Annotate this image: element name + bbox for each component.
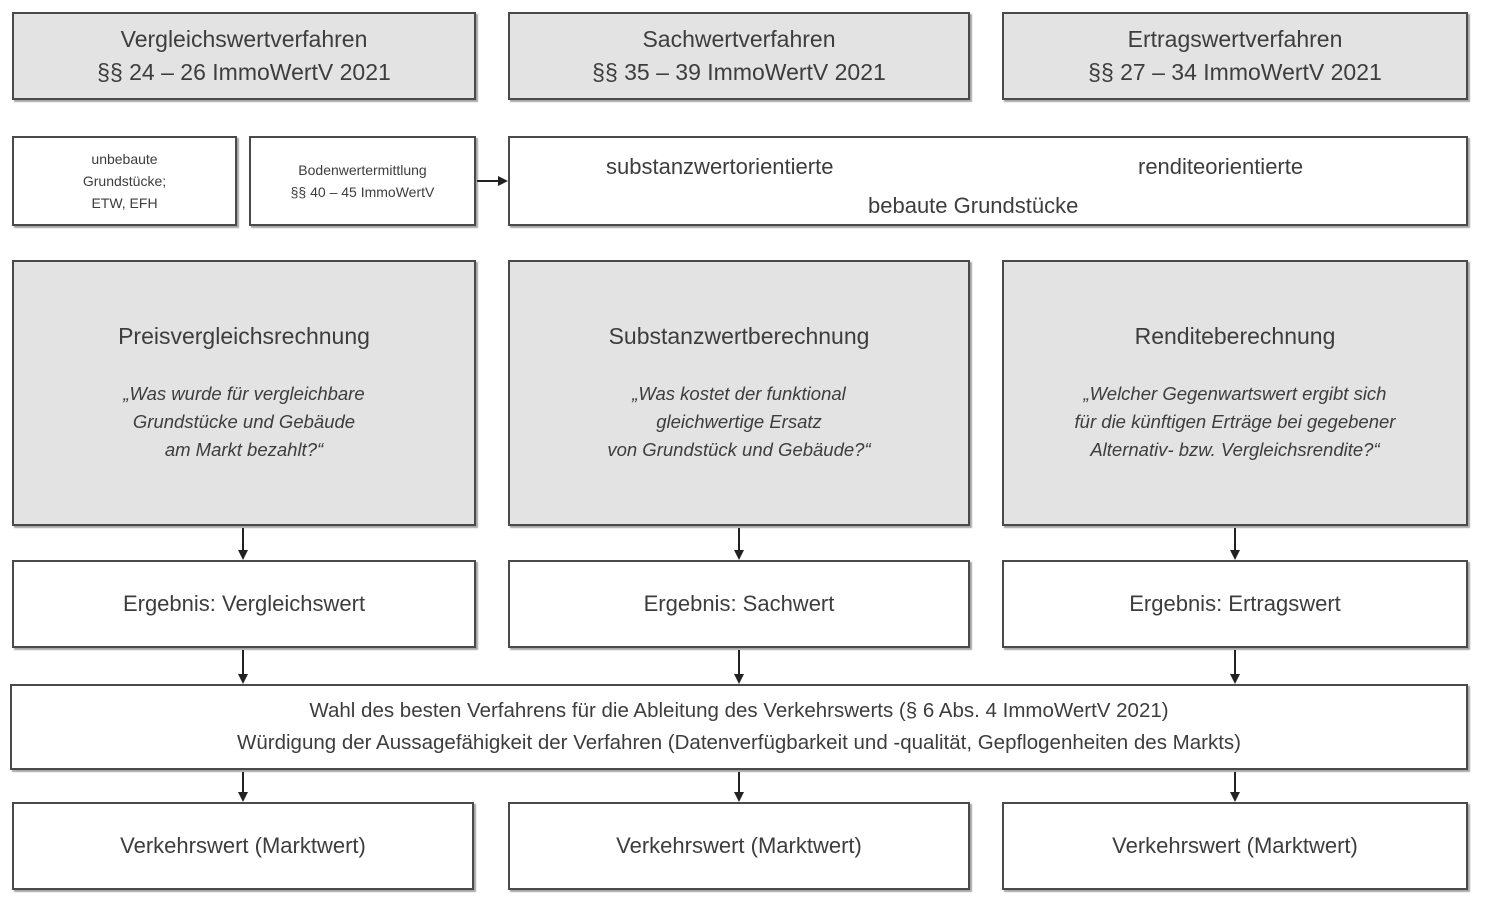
calc-yield: Renditeberechnung „Welcher Gegenwartswer… [1002, 260, 1468, 526]
market-value-label: Verkehrswert (Marktwert) [120, 833, 366, 858]
result-label: Ergebnis: Sachwert [643, 591, 835, 616]
result-income-value: Ergebnis: Ertragswert [1002, 560, 1468, 648]
method-header-income: Ertragswertverfahren §§ 27 – 34 ImmoWert… [1002, 12, 1468, 100]
method-header-comparison: Vergleichswertverfahren §§ 24 – 26 ImmoW… [12, 12, 476, 100]
calc-question: „Welcher Gegenwartswert ergibt sich für … [1074, 382, 1396, 460]
land-valuation-law: §§ 40 – 45 ImmoWertV [290, 184, 435, 200]
market-value-box-2: Verkehrswert (Marktwert) [508, 802, 970, 890]
calc-title: Preisvergleichsrechnung [118, 322, 370, 349]
unbuilt-line: ETW, EFH [91, 195, 158, 211]
result-label: Ergebnis: Ertragswert [1129, 591, 1341, 616]
calc-title: Substanzwertberechnung [608, 322, 870, 349]
land-valuation-box: Bodenwertermittlung §§ 40 – 45 ImmoWertV [249, 136, 476, 226]
calc-price-comparison: Preisvergleichsrechnung „Was wurde für v… [12, 260, 476, 526]
method-name: Sachwertverfahren [642, 26, 836, 52]
market-value-box-3: Verkehrswert (Marktwert) [1002, 802, 1468, 890]
method-name: Vergleichswertverfahren [120, 26, 368, 52]
built-land-box: substanzwertorientierte renditeorientier… [508, 136, 1468, 226]
method-law: §§ 24 – 26 ImmoWertV 2021 [97, 59, 391, 85]
method-name: Ertragswertverfahren [1127, 26, 1343, 52]
method-selection-box: Wahl des besten Verfahrens für die Ablei… [10, 684, 1468, 770]
substance-oriented-label: substanzwertorientierte [606, 154, 834, 179]
method-header-cost: Sachwertverfahren §§ 35 – 39 ImmoWertV 2… [508, 12, 970, 100]
unbuilt-line: unbebaute [91, 151, 158, 167]
calc-substance-value: Substanzwertberechnung „Was kostet der f… [508, 260, 970, 526]
calc-question: „Was wurde für vergleichbare Grundstücke… [123, 382, 365, 460]
result-comparison-value: Ergebnis: Vergleichswert [12, 560, 476, 648]
built-properties-label: bebaute Grundstücke [868, 193, 1079, 218]
method-law: §§ 27 – 34 ImmoWertV 2021 [1088, 59, 1382, 85]
result-label: Ergebnis: Vergleichswert [122, 591, 366, 616]
result-cost-value: Ergebnis: Sachwert [508, 560, 970, 648]
yield-oriented-label: renditeorientierte [1138, 154, 1304, 179]
calc-title: Renditeberechnung [1134, 322, 1336, 349]
land-valuation-title: Bodenwertermittlung [298, 162, 427, 178]
selection-line-2: Würdigung der Aussagefähigkeit der Verfa… [237, 731, 1241, 754]
selection-line-1: Wahl des besten Verfahrens für die Ablei… [309, 699, 1169, 722]
unbuilt-land-box: unbebaute Grundstücke; ETW, EFH [12, 136, 237, 226]
market-value-box-1: Verkehrswert (Marktwert) [12, 802, 474, 890]
method-law: §§ 35 – 39 ImmoWertV 2021 [592, 59, 886, 85]
unbuilt-line: Grundstücke; [82, 173, 167, 189]
market-value-label: Verkehrswert (Marktwert) [616, 833, 862, 858]
calc-question: „Was kostet der funktional gleichwertige… [607, 382, 871, 460]
market-value-label: Verkehrswert (Marktwert) [1112, 833, 1358, 858]
